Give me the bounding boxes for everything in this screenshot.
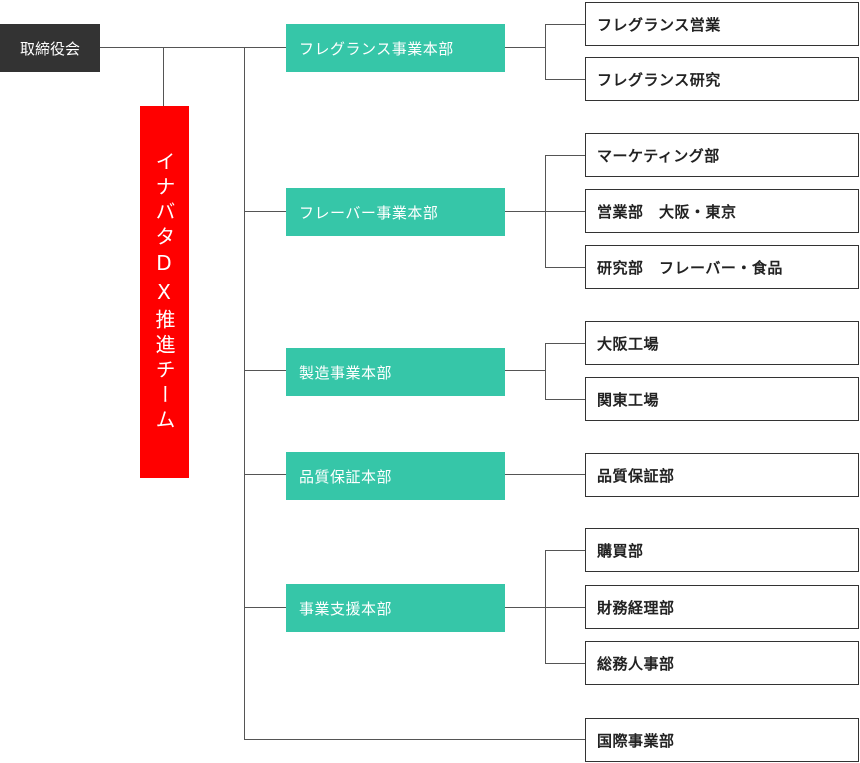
connector-flavor-dept-1 — [545, 155, 585, 156]
connector-board-trunk — [100, 47, 286, 48]
dept-kanto-factory: 関東工場 — [585, 377, 859, 421]
division-quality-assurance: 品質保証本部 — [286, 452, 505, 500]
dept-finance-accounting: 財務経理部 — [585, 585, 859, 629]
connector-to-flavor — [244, 211, 286, 212]
connector-support-dept-1 — [545, 550, 585, 551]
connector-to-international — [244, 739, 585, 740]
connector-support-vertical — [545, 550, 546, 663]
connector-qa-out — [505, 474, 585, 475]
dept-research-flavor-food: 研究部 フレーバー・食品 — [585, 245, 859, 289]
dept-sales-osaka-tokyo: 営業部 大阪・東京 — [585, 189, 859, 233]
division-fragrance: フレグランス事業本部 — [286, 24, 505, 72]
dept-osaka-factory: 大阪工場 — [585, 321, 859, 365]
dept-international: 国際事業部 — [585, 718, 859, 762]
board-of-directors: 取締役会 — [0, 24, 100, 72]
dept-purchasing: 購買部 — [585, 528, 859, 572]
connector-fragrance-out — [505, 47, 545, 48]
dx-promotion-team: イナバタDX推進チーム — [140, 106, 189, 478]
connector-manufacturing-dept-2 — [545, 399, 585, 400]
dept-fragrance-research: フレグランス研究 — [585, 57, 859, 101]
connector-fragrance-dept-2 — [545, 79, 585, 80]
division-manufacturing: 製造事業本部 — [286, 348, 505, 396]
dept-general-affairs-hr: 総務人事部 — [585, 641, 859, 685]
connector-to-manufacturing — [244, 370, 286, 371]
division-business-support: 事業支援本部 — [286, 584, 505, 632]
connector-fragrance-vertical — [545, 24, 546, 79]
connector-flavor-dept-3 — [545, 267, 585, 268]
connector-flavor-vertical — [545, 155, 546, 267]
dept-quality-assurance: 品質保証部 — [585, 453, 859, 497]
connector-fragrance-dept-1 — [545, 24, 585, 25]
dept-fragrance-sales: フレグランス営業 — [585, 2, 859, 46]
connector-manufacturing-out — [505, 370, 545, 371]
connector-support-dept-3 — [545, 663, 585, 664]
dept-marketing: マーケティング部 — [585, 133, 859, 177]
connector-manufacturing-vertical — [545, 343, 546, 399]
connector-to-qa — [244, 474, 286, 475]
connector-dx-branch — [163, 47, 164, 106]
connector-manufacturing-dept-1 — [545, 343, 585, 344]
connector-main-vertical — [244, 47, 245, 739]
division-flavor: フレーバー事業本部 — [286, 188, 505, 236]
connector-to-support — [244, 607, 286, 608]
